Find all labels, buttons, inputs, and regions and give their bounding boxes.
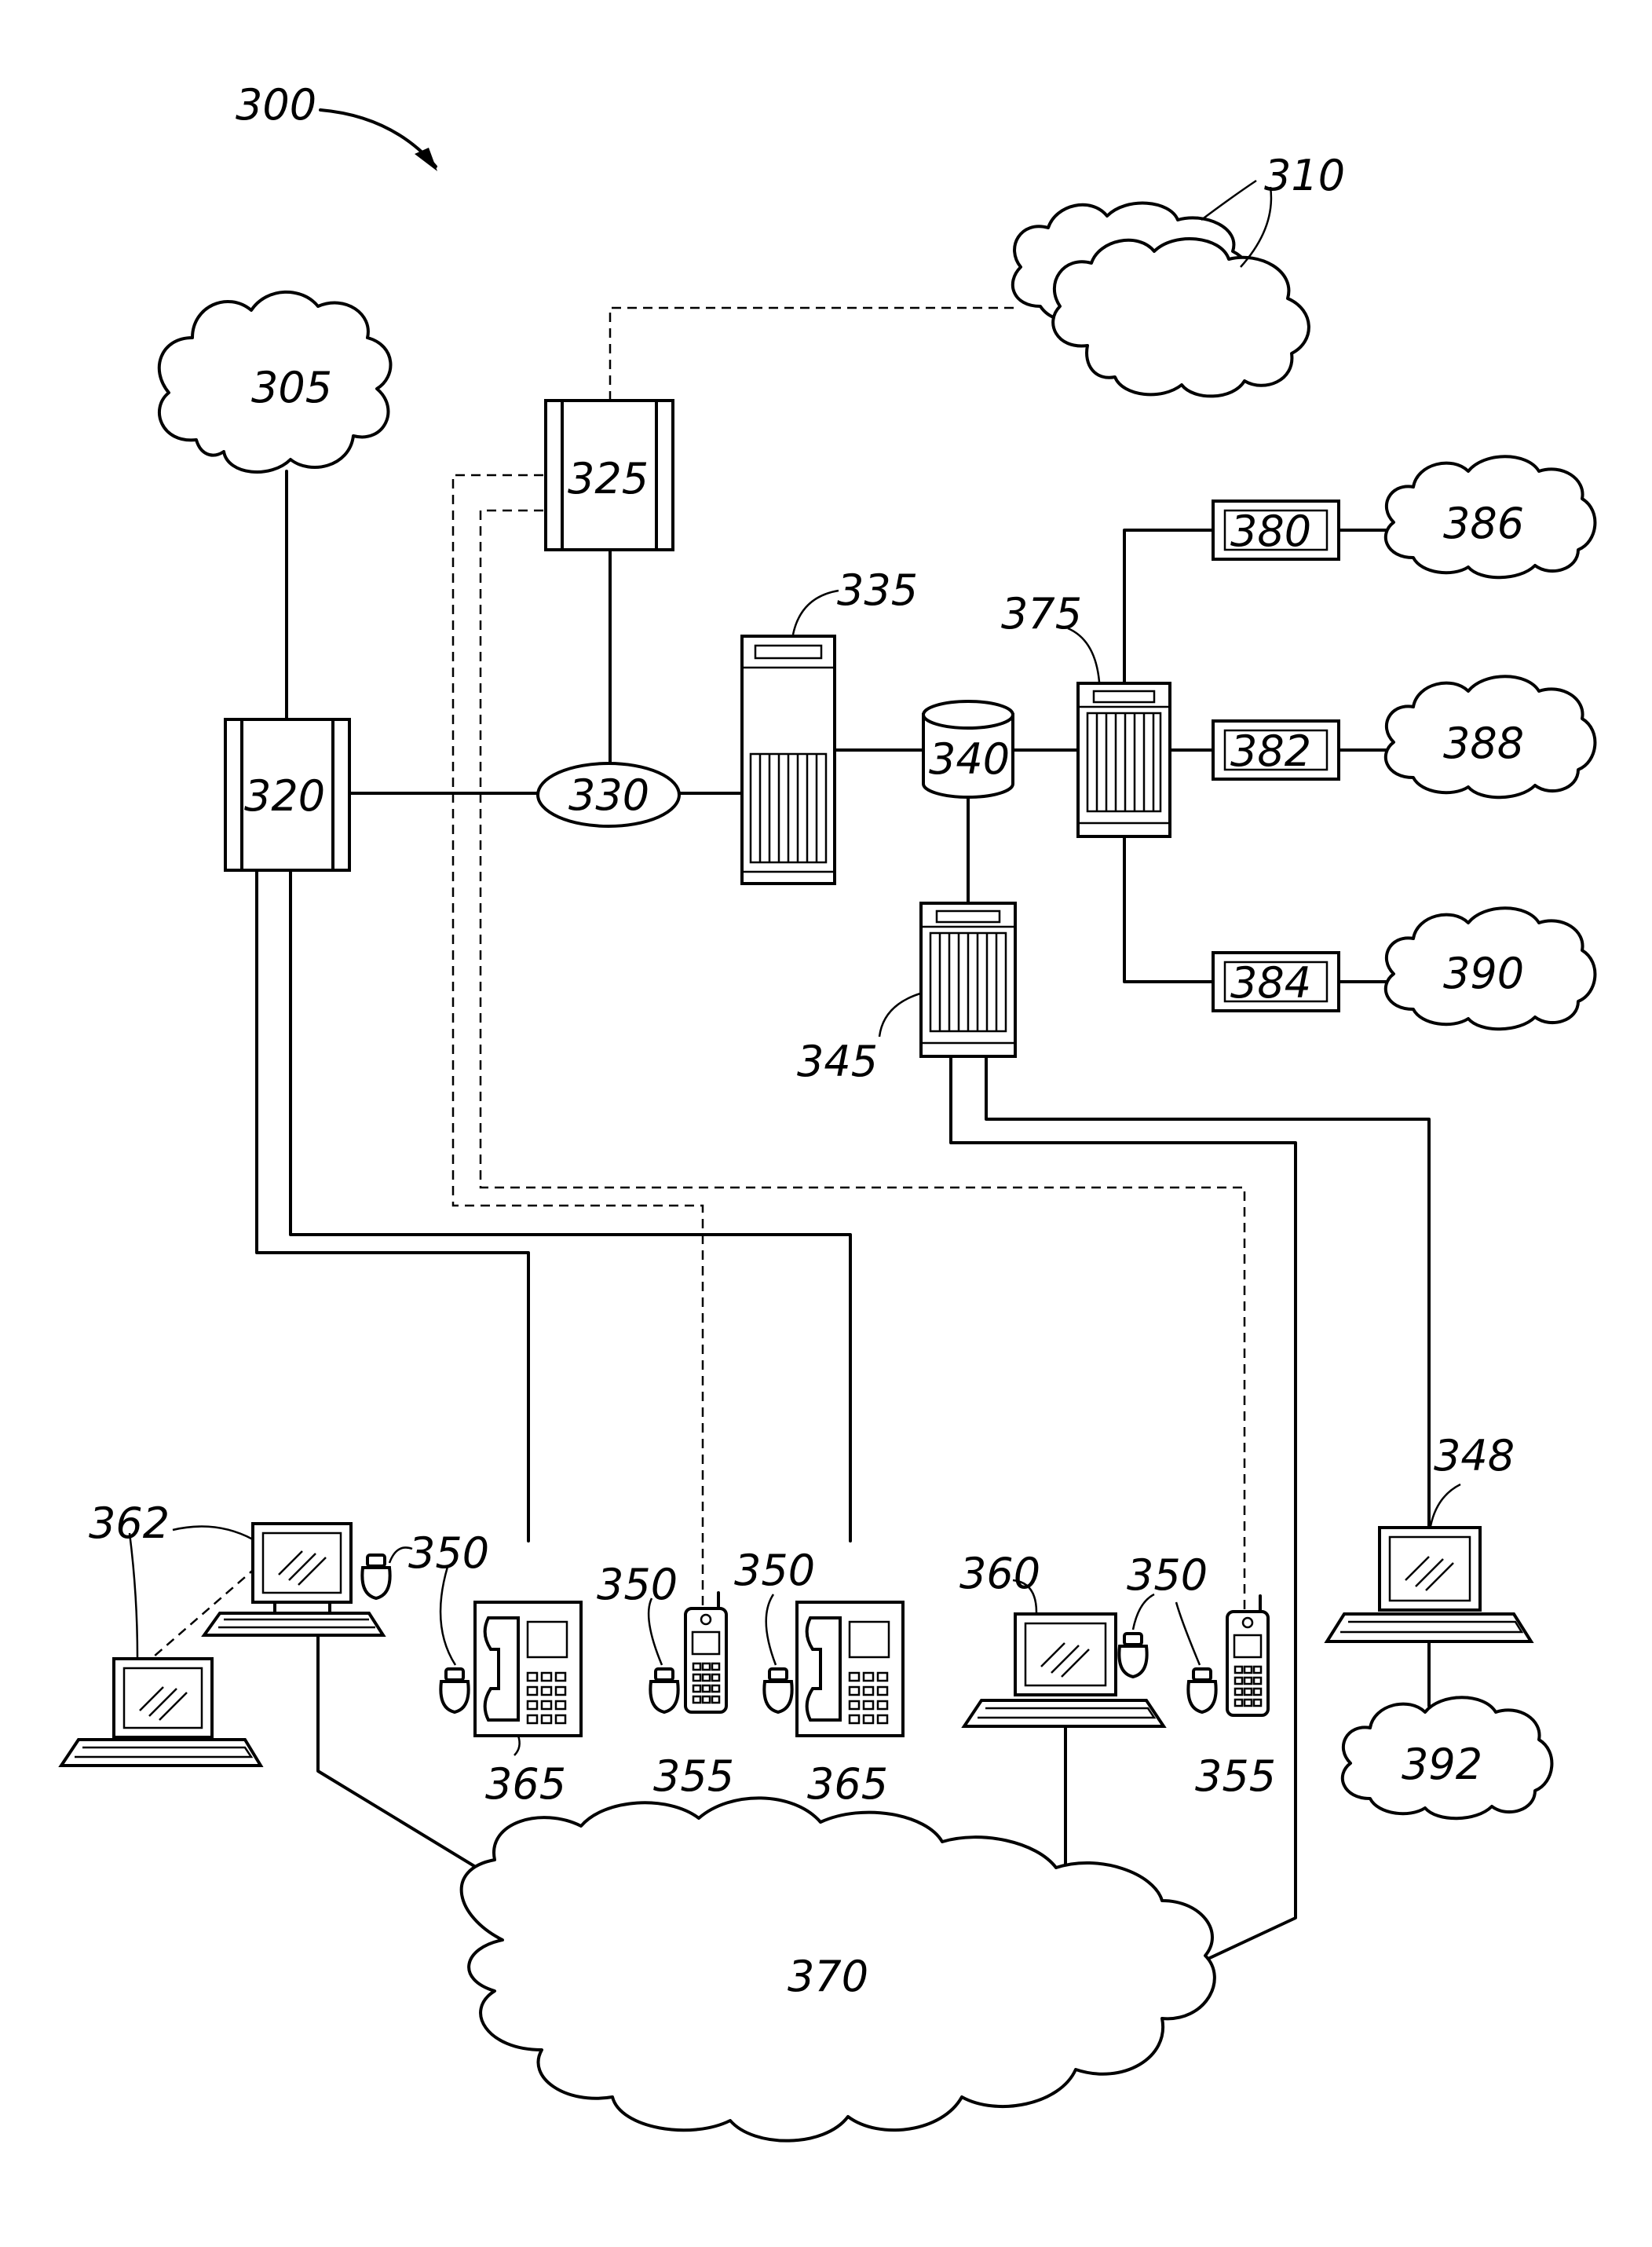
label-382: 382 <box>1230 726 1311 776</box>
label-388: 388 <box>1443 719 1524 768</box>
phone-365-a: 365 <box>475 1602 581 1809</box>
label-365-b: 365 <box>807 1759 888 1809</box>
gateway-380: 380 <box>1213 501 1339 559</box>
reference-arrow <box>320 110 436 167</box>
mobile-phone-icon <box>685 1593 726 1712</box>
label-355-a: 355 <box>653 1751 734 1801</box>
unit-325: 325 <box>546 401 673 550</box>
label-335: 335 <box>837 565 918 615</box>
desk-phone-icon <box>797 1602 903 1736</box>
label-350-c: 350 <box>734 1546 815 1595</box>
leader-line-335 <box>793 591 839 635</box>
handset-350-a: 350 <box>362 1528 489 1712</box>
label-350-a: 350 <box>408 1528 489 1578</box>
label-386: 386 <box>1443 499 1524 548</box>
label-305: 305 <box>251 363 332 412</box>
headset-icon <box>362 1555 389 1598</box>
leader-line-350 <box>440 1567 455 1665</box>
cloud-388: 388 <box>1386 676 1595 797</box>
system-reference: 300 <box>236 80 437 171</box>
cloud-icon <box>1053 239 1309 396</box>
cloud-392: 392 <box>1343 1697 1552 1818</box>
label-392: 392 <box>1402 1740 1482 1789</box>
label-365-a: 365 <box>485 1759 566 1809</box>
label-362: 362 <box>89 1499 170 1548</box>
gateway-384: 384 <box>1213 953 1339 1011</box>
label-390: 390 <box>1443 949 1524 998</box>
label-300: 300 <box>236 80 316 130</box>
headset-icon <box>650 1669 678 1712</box>
label-384: 384 <box>1230 958 1311 1008</box>
cloud-370: 370 <box>462 1798 1215 2140</box>
leader-line-365 <box>514 1736 520 1755</box>
arrowhead-icon <box>415 148 437 171</box>
cloud-310: 310 <box>1013 151 1345 396</box>
leader-line-348 <box>1431 1484 1460 1526</box>
desk-phone-icon <box>475 1602 581 1736</box>
computer-icon <box>204 1524 383 1635</box>
gateway-382: 382 <box>1213 721 1339 779</box>
cloud-386: 386 <box>1386 456 1595 577</box>
laptop-icon <box>61 1659 261 1766</box>
cloud-305: 305 <box>159 292 391 472</box>
leader-line-362 <box>173 1527 253 1539</box>
headset-icon <box>1119 1634 1146 1677</box>
label-310: 310 <box>1264 151 1345 200</box>
server-375: 375 <box>1001 589 1170 836</box>
label-380: 380 <box>1230 507 1311 556</box>
label-370: 370 <box>788 1952 868 2001</box>
leader-line-362 <box>130 1533 137 1657</box>
leader-line-345 <box>879 994 920 1037</box>
label-330: 330 <box>568 770 649 820</box>
label-348: 348 <box>1434 1431 1515 1480</box>
mobile-355-b: 355 <box>1176 1596 1276 1801</box>
label-345: 345 <box>797 1037 878 1086</box>
computer-362: 362 <box>61 1499 383 1766</box>
laptop-icon <box>1327 1528 1531 1641</box>
unit-320: 320 <box>225 719 349 870</box>
database-340: 340 <box>923 701 1013 797</box>
label-320: 320 <box>244 771 325 821</box>
label-325: 325 <box>568 454 649 503</box>
leader-line-350 <box>766 1594 776 1665</box>
label-340: 340 <box>929 734 1010 784</box>
leader-line-350 <box>1176 1602 1200 1665</box>
label-360: 360 <box>959 1549 1040 1598</box>
phone-365-b: 350 365 <box>734 1546 903 1809</box>
label-375: 375 <box>1001 589 1082 639</box>
headset-icon <box>440 1669 468 1712</box>
cloud-390: 390 <box>1386 908 1595 1029</box>
label-355-b: 355 <box>1195 1751 1276 1801</box>
node-330: 330 <box>538 763 679 826</box>
label-350-d: 350 <box>1127 1550 1208 1600</box>
computer-360: 360 350 <box>959 1549 1208 1726</box>
mobile-phone-icon <box>1227 1596 1268 1715</box>
server-345: 345 <box>797 903 1015 1086</box>
server-335: 335 <box>742 565 918 884</box>
label-350-b: 350 <box>597 1560 678 1609</box>
headset-icon <box>764 1669 791 1712</box>
headset-icon <box>1188 1669 1215 1712</box>
leader-line-310 <box>1201 181 1256 220</box>
mobile-355-a: 350 355 <box>597 1560 734 1801</box>
